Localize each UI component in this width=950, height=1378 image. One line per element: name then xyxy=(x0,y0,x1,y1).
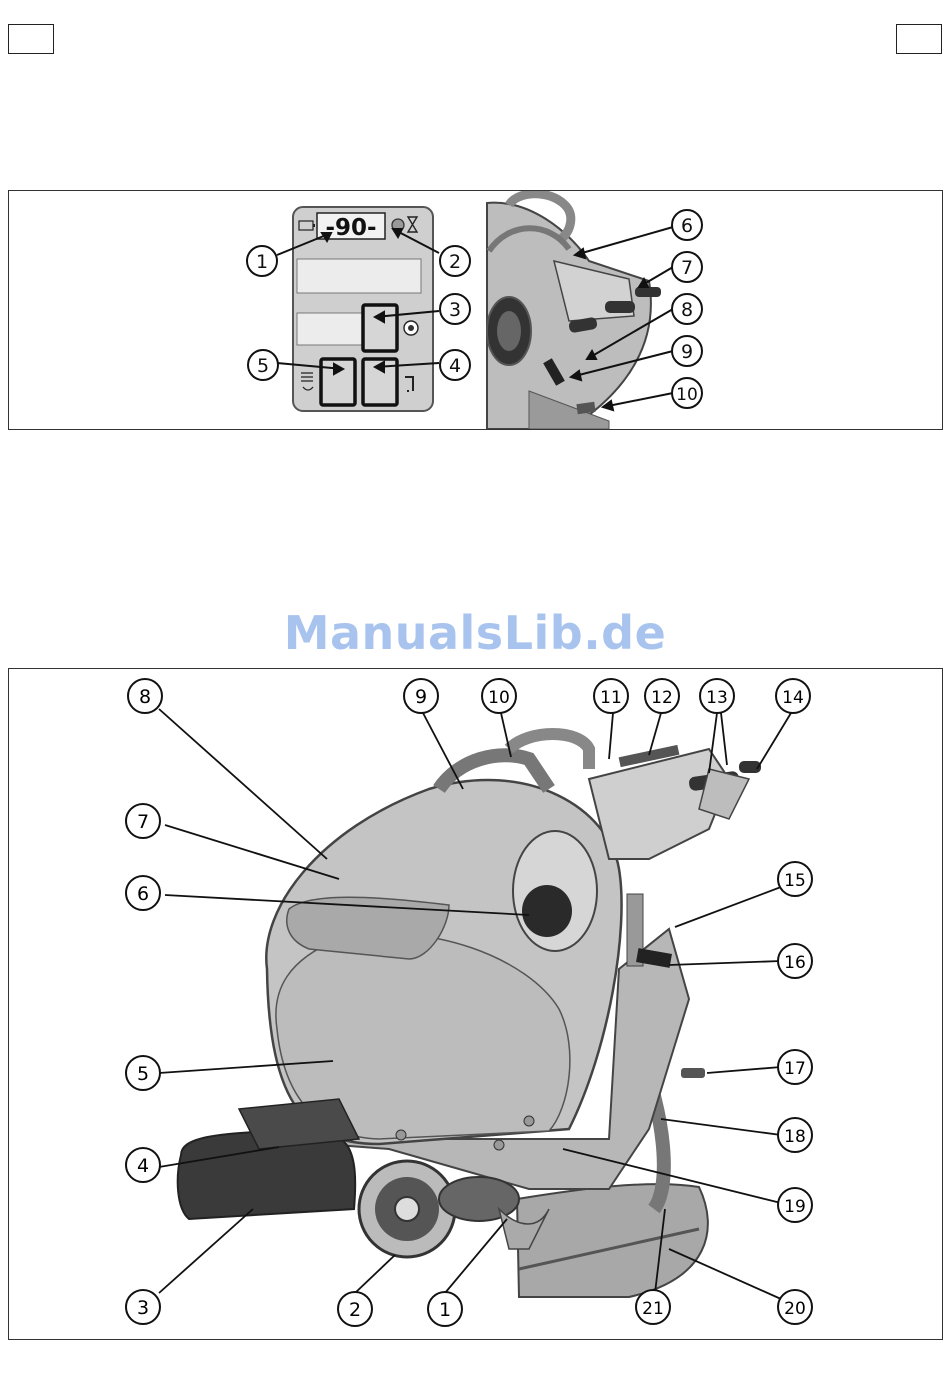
callout-m17: 17 xyxy=(778,1050,812,1084)
svg-text:6: 6 xyxy=(681,215,693,237)
svg-text:10: 10 xyxy=(488,688,510,708)
svg-text:5: 5 xyxy=(257,355,269,377)
callout-p1: 1 xyxy=(247,246,277,276)
callout-m7: 7 xyxy=(126,804,160,838)
callout-p4: 4 xyxy=(440,350,470,380)
callout-h10: 10 xyxy=(672,378,702,408)
svg-text:7: 7 xyxy=(137,811,149,833)
control-panel: -90- xyxy=(293,207,433,411)
svg-text:2: 2 xyxy=(449,251,461,273)
svg-text:20: 20 xyxy=(784,1299,806,1319)
callout-p5: 5 xyxy=(248,350,278,380)
watermark: ManualsLib.de xyxy=(0,606,950,660)
svg-text:5: 5 xyxy=(137,1063,149,1085)
callout-p2: 2 xyxy=(440,246,470,276)
svg-text:17: 17 xyxy=(784,1059,806,1079)
callout-m15: 15 xyxy=(778,862,812,896)
svg-text:1: 1 xyxy=(439,1299,451,1321)
callout-m20: 20 xyxy=(778,1290,812,1324)
svg-text:18: 18 xyxy=(784,1127,806,1147)
svg-text:15: 15 xyxy=(784,871,806,891)
figure-control-panel-drawing: -90- xyxy=(9,191,942,429)
svg-text:7: 7 xyxy=(681,257,693,279)
squeegee xyxy=(517,1184,708,1297)
corner-mark-left xyxy=(8,24,54,54)
handle-illustration xyxy=(487,191,687,429)
svg-text:4: 4 xyxy=(449,355,461,377)
corner-mark-right xyxy=(896,24,942,54)
callout-m3: 3 xyxy=(126,1290,160,1324)
callout-m4: 4 xyxy=(126,1148,160,1182)
callout-m6: 6 xyxy=(126,876,160,910)
svg-text:1: 1 xyxy=(256,251,268,273)
svg-text:8: 8 xyxy=(139,686,151,708)
callout-m2: 2 xyxy=(338,1292,372,1326)
callout-m1: 1 xyxy=(428,1292,462,1326)
pedal xyxy=(681,1068,705,1078)
callout-m18: 18 xyxy=(778,1118,812,1152)
scrubber-machine xyxy=(178,734,761,1297)
figure-control-panel: -90- xyxy=(8,190,943,430)
callout-m16: 16 xyxy=(778,944,812,978)
callout-m8: 8 xyxy=(128,679,162,713)
machine-drawing: 8 7 6 5 4 3 2 1 9 10 11 12 13 14 15 16 1… xyxy=(9,669,942,1339)
svg-text:14: 14 xyxy=(782,688,804,708)
svg-text:6: 6 xyxy=(137,883,149,905)
svg-text:21: 21 xyxy=(642,1299,664,1319)
svg-text:2: 2 xyxy=(349,1299,361,1321)
svg-text:9: 9 xyxy=(415,686,427,708)
svg-text:3: 3 xyxy=(449,299,461,321)
svg-text:9: 9 xyxy=(681,341,693,363)
callout-m5: 5 xyxy=(126,1056,160,1090)
svg-text:8: 8 xyxy=(681,299,693,321)
svg-text:13: 13 xyxy=(706,688,728,708)
figure-machine-overview: 8 7 6 5 4 3 2 1 9 10 11 12 13 14 15 16 1… xyxy=(8,668,943,1340)
svg-text:11: 11 xyxy=(600,688,622,708)
svg-text:12: 12 xyxy=(651,688,673,708)
brush-button[interactable] xyxy=(363,305,397,351)
svg-text:3: 3 xyxy=(137,1297,149,1319)
callout-h8: 8 xyxy=(672,294,702,324)
svg-text:16: 16 xyxy=(784,953,806,973)
svg-text:10: 10 xyxy=(676,385,698,405)
callout-m9: 9 xyxy=(404,679,438,713)
callout-m10: 10 xyxy=(482,679,516,713)
callout-h6: 6 xyxy=(672,210,702,240)
callout-m21: 21 xyxy=(636,1290,670,1324)
callout-h9: 9 xyxy=(672,336,702,366)
brush-icon xyxy=(404,321,418,335)
lcd-readout: -90- xyxy=(325,215,376,241)
callout-m13: 13 xyxy=(700,679,734,713)
svg-text:19: 19 xyxy=(784,1197,806,1217)
callout-m14: 14 xyxy=(776,679,810,713)
callout-p3: 3 xyxy=(440,294,470,324)
callout-m12: 12 xyxy=(645,679,679,713)
svg-text:4: 4 xyxy=(137,1155,149,1177)
drain-port xyxy=(522,885,572,937)
callout-m11: 11 xyxy=(594,679,628,713)
callout-h7: 7 xyxy=(672,252,702,282)
callout-m19: 19 xyxy=(778,1188,812,1222)
